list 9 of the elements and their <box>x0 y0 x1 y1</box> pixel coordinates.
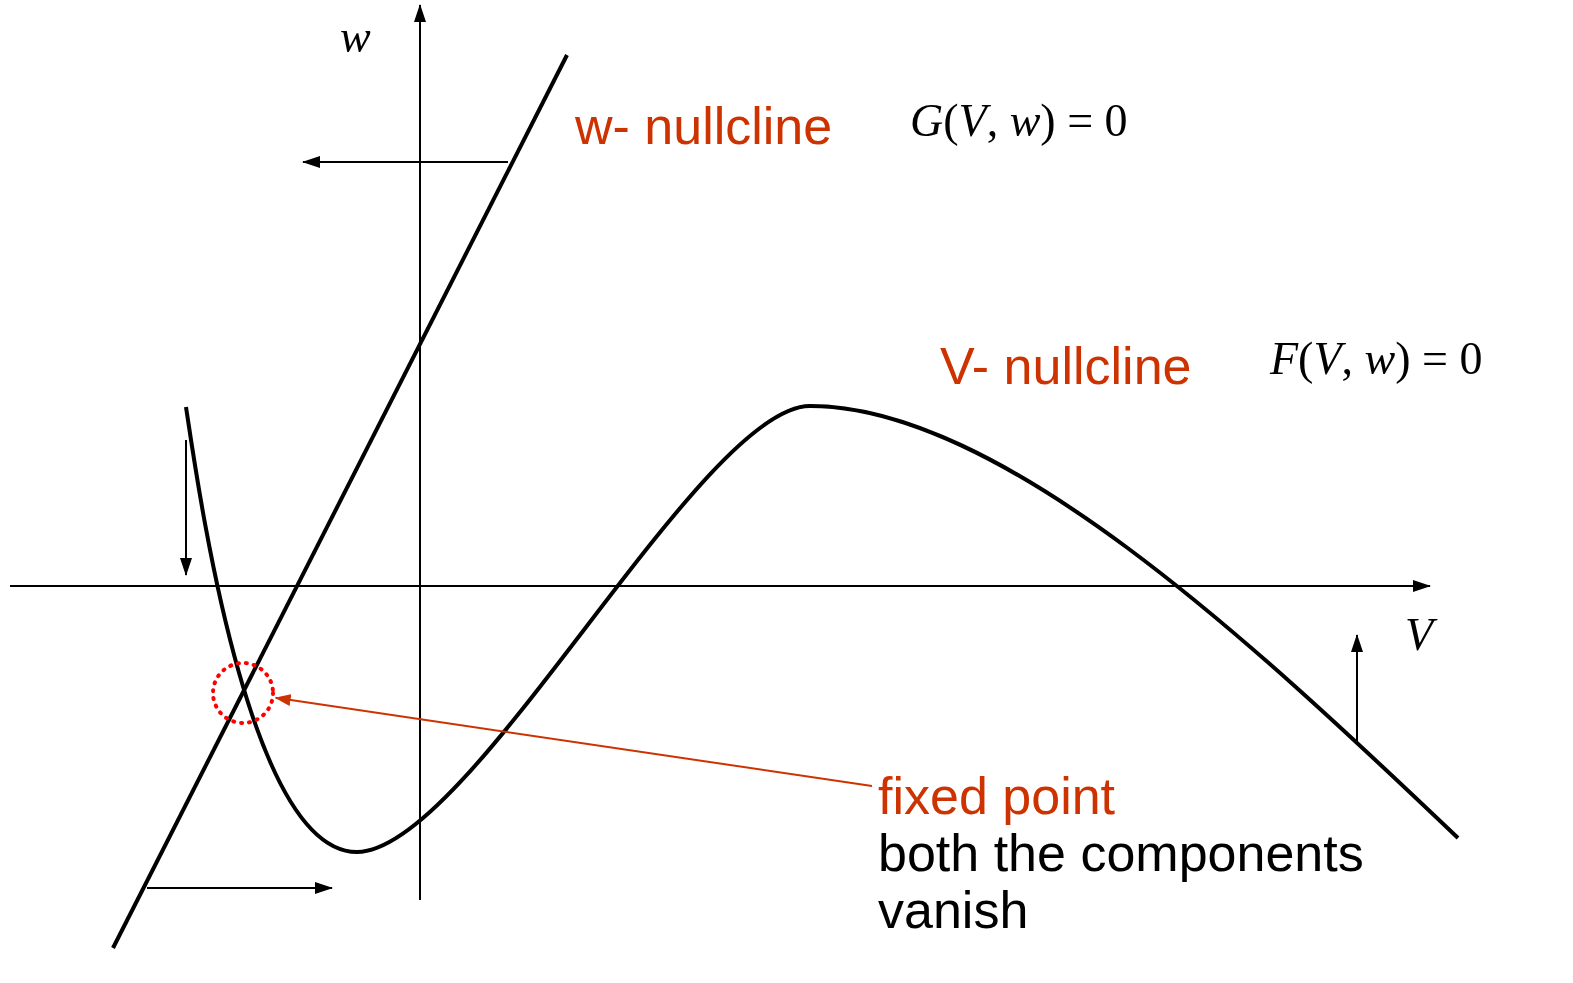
axis-label: w <box>340 12 371 63</box>
leader-arrow <box>274 694 873 787</box>
equation: F(V, w) = 0 <box>1270 334 1483 385</box>
annotation-heading: fixed point <box>878 768 1117 826</box>
nullcline-label: V- nullcline <box>940 338 1192 396</box>
nullcline-label: w- nullcline <box>575 98 833 156</box>
equation: G(V, w) = 0 <box>910 96 1128 147</box>
dotted-circle <box>211 661 275 725</box>
annotation-text: both the components vanish <box>878 825 1365 940</box>
